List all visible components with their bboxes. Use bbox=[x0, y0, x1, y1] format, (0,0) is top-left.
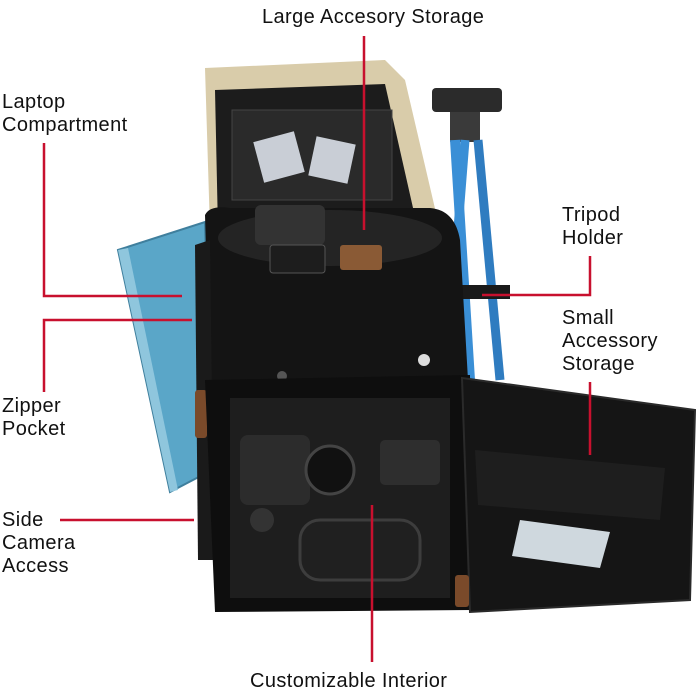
leader-tripod bbox=[482, 256, 592, 297]
leader-zipper bbox=[42, 318, 192, 392]
label-tripod-holder: Tripod Holder bbox=[562, 204, 624, 249]
label-customizable-interior: Customizable Interior bbox=[250, 670, 448, 692]
label-large-accessory-storage: Large Accesory Storage bbox=[262, 6, 485, 28]
leader-laptop bbox=[42, 143, 182, 298]
label-laptop-compartment: Laptop Compartment bbox=[2, 91, 128, 136]
label-small-accessory-storage: Small Accessory Storage bbox=[562, 307, 658, 375]
bag-body-shape bbox=[195, 205, 472, 612]
label-zipper-pocket: Zipper Pocket bbox=[2, 395, 66, 440]
label-side-camera-access: Side Camera Access bbox=[2, 509, 76, 577]
side-flap-shape bbox=[455, 376, 697, 614]
top-flap-shape bbox=[205, 60, 440, 230]
